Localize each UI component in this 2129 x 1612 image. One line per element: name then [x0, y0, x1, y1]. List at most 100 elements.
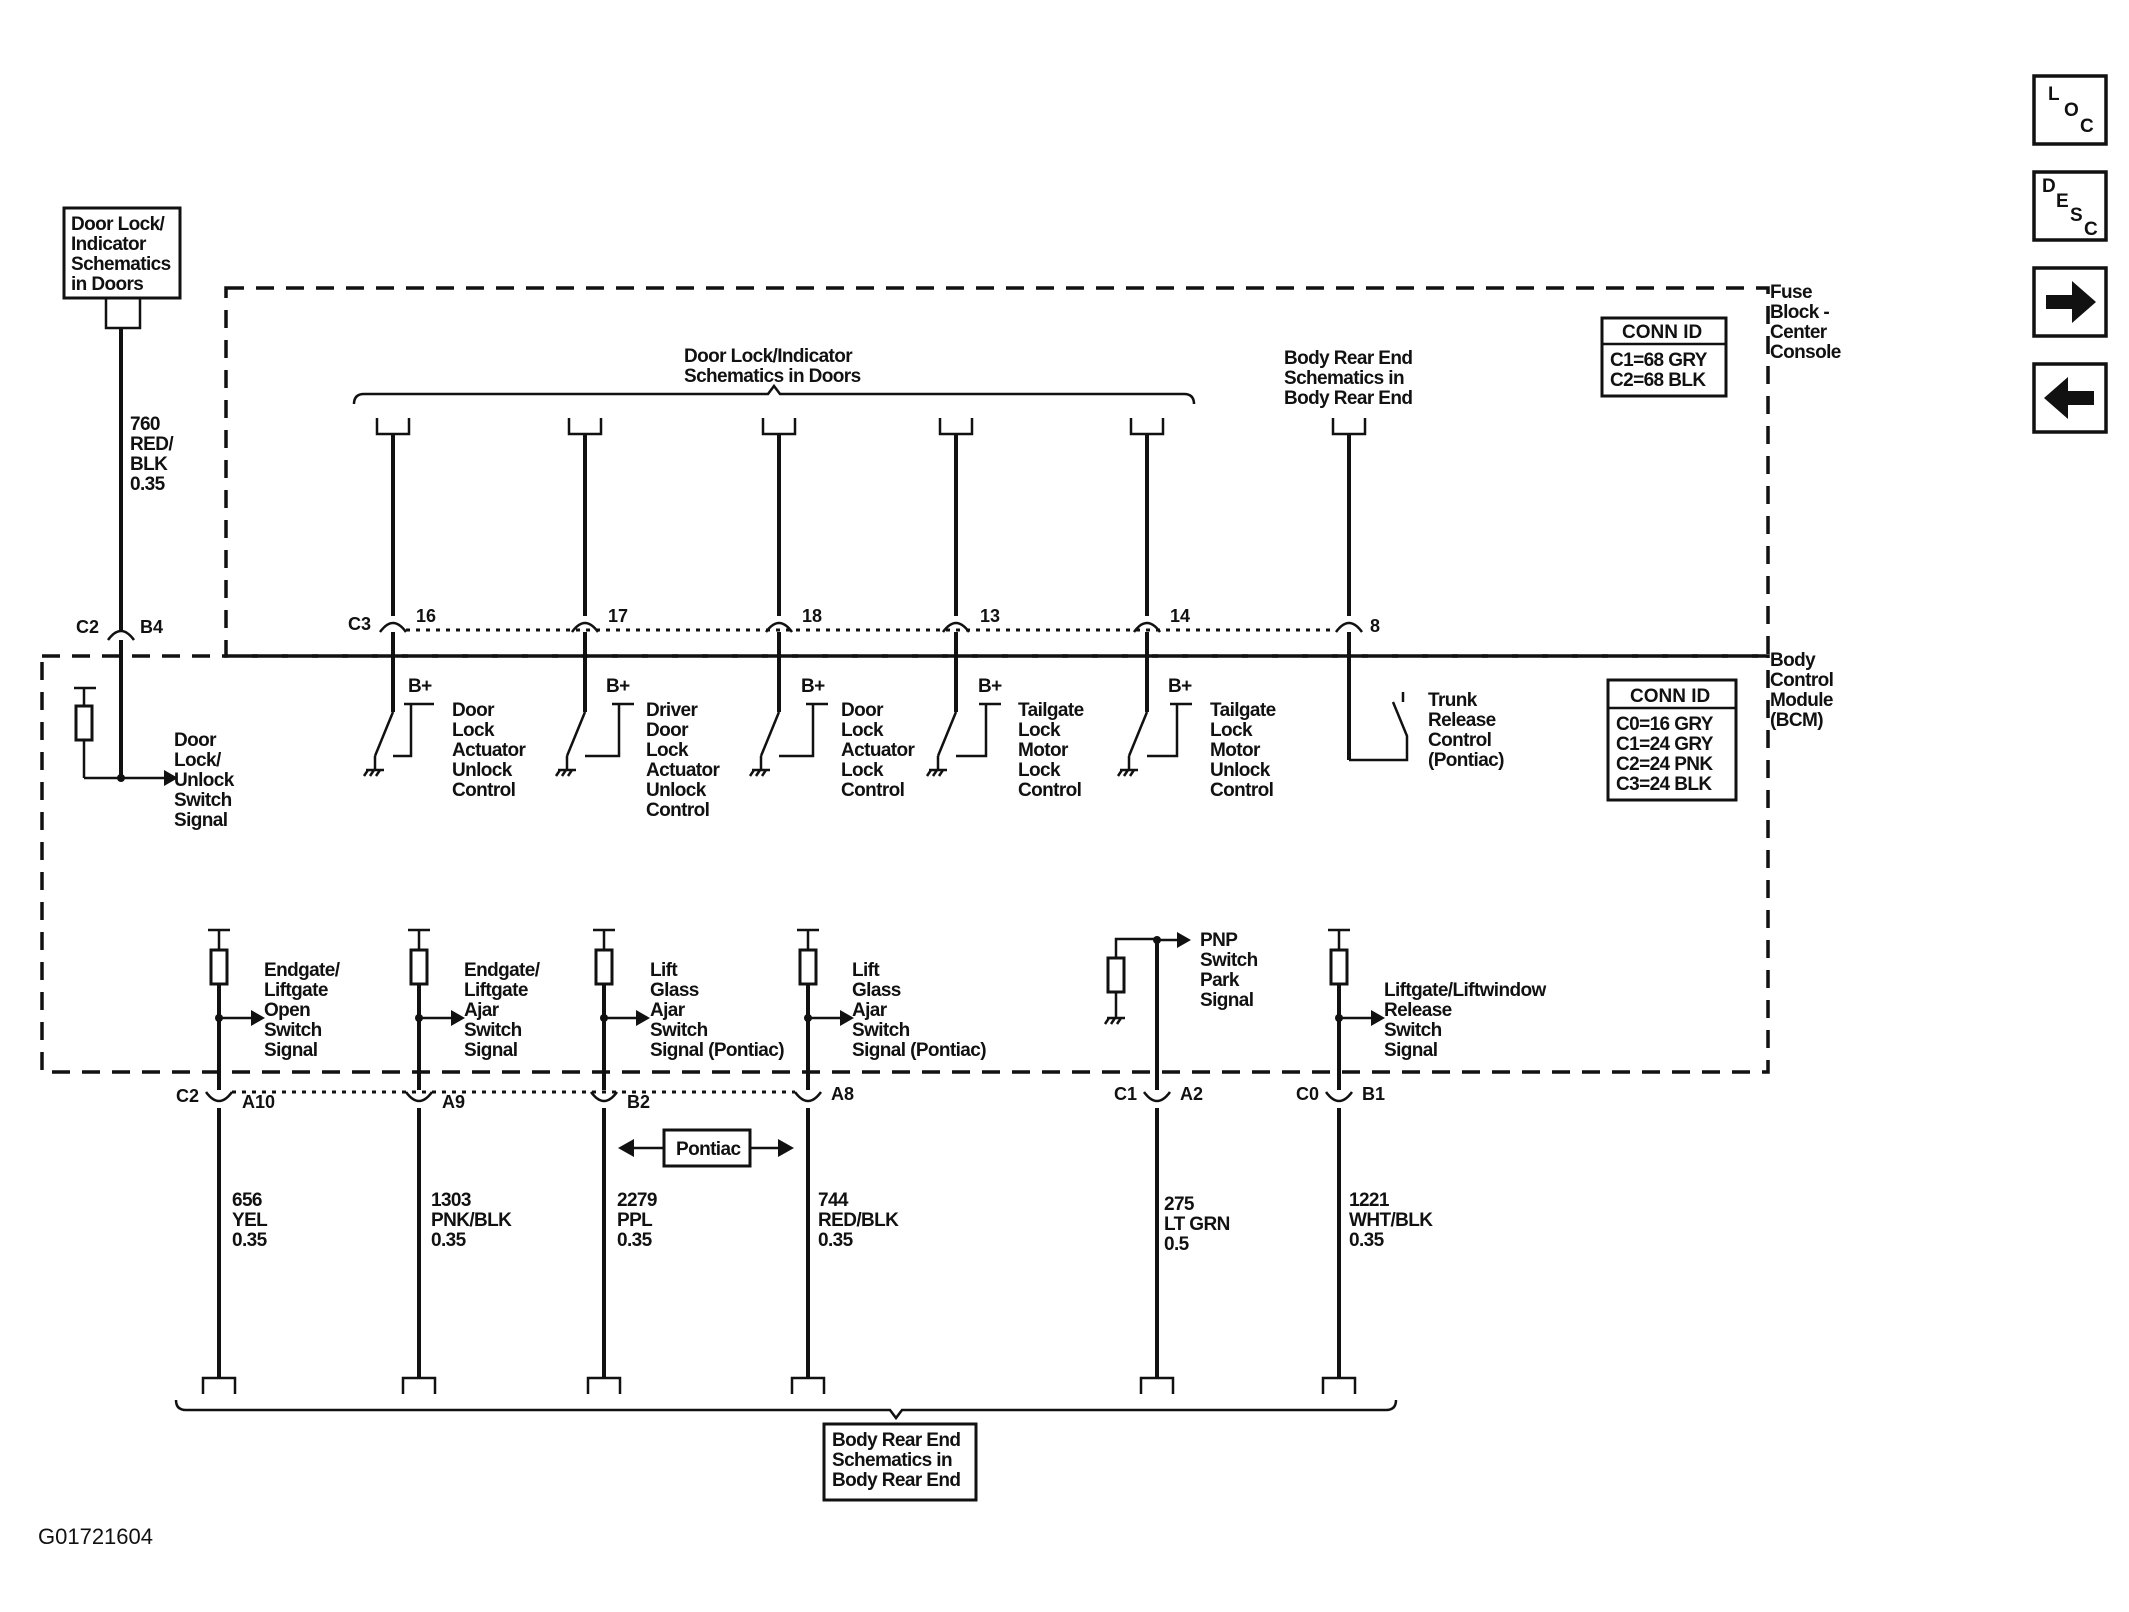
input-text: Endgate/ [264, 960, 341, 981]
ref-text: Body Rear End [1284, 388, 1412, 409]
input-label-1: Endgate/ Liftgate Open Switch Signal [264, 960, 341, 1061]
output-switch [554, 632, 634, 777]
signal-label: Unlock [174, 770, 235, 791]
trunk-release-switch [1347, 632, 1409, 762]
wire-label: PNK/BLK [431, 1210, 512, 1231]
input-text: Signal [464, 1040, 517, 1061]
connector-pin-symbol [106, 629, 136, 641]
bcm-conn-id-box: CONN ID C0=16 GRY C1=24 GRY C2=24 PNK C3… [1606, 678, 1738, 802]
connector-pin-symbol [404, 1091, 434, 1103]
output-label-3: Door Lock Actuator Lock Control [841, 700, 916, 801]
output-text: Control [841, 780, 904, 801]
connector-pin-symbol [1142, 1091, 1172, 1103]
resistor-symbol [74, 686, 178, 786]
pin-number: B4 [140, 617, 163, 637]
input-text: Lift [852, 960, 880, 981]
ref-text: Schematics [71, 254, 171, 275]
wire-label: 0.5 [1164, 1234, 1190, 1255]
ref-text: Door Lock/Indicator [684, 346, 853, 367]
output-text: Lock [841, 760, 884, 781]
pontiac-option: Pontiac [618, 1128, 794, 1168]
module-label: Body [1770, 650, 1816, 671]
bottom-connectors [204, 1090, 1354, 1103]
output-text: Door [646, 720, 689, 741]
input-text: Switch [1384, 1020, 1442, 1041]
connector-symbol [375, 418, 411, 436]
wire-label: 744 [818, 1190, 849, 1211]
module-label: Control [1770, 670, 1833, 691]
connector-pin-symbol [204, 1091, 234, 1103]
connector-symbol [1331, 418, 1367, 436]
output-text: Unlock [452, 760, 513, 781]
connector-symbol [104, 298, 142, 330]
conn-id-line: C2=24 PNK [1616, 754, 1713, 775]
output-switch [1116, 632, 1192, 777]
desc-letter-1: D [2042, 176, 2056, 197]
desc-letter-4: C [2084, 219, 2098, 240]
fuse-conn-id-box: CONN ID C1=68 GRY C2=68 BLK [1600, 316, 1728, 398]
pin-number: A10 [242, 1092, 275, 1112]
connector-symbol [1129, 418, 1165, 436]
output-text: Actuator [841, 740, 916, 761]
module-label: Block - [1770, 302, 1829, 323]
connector-pin-symbol [589, 1091, 619, 1103]
wire-label: BLK [130, 454, 168, 475]
output-text: Door [452, 700, 495, 721]
input-text: Liftgate/Liftwindow [1384, 980, 1546, 1001]
output-text: Unlock [646, 780, 707, 801]
input-circuits [208, 928, 1385, 1090]
output-text: Control [1210, 780, 1273, 801]
desc-button[interactable]: D E S C [2032, 170, 2108, 242]
signal-label: Signal [174, 810, 227, 831]
module-label: Module [1770, 690, 1833, 711]
output-text: Tailgate [1018, 700, 1084, 721]
ref-text: Body Rear End [1284, 348, 1412, 369]
ref-text: Schematics in [1284, 368, 1404, 389]
pin-number: 14 [1170, 606, 1190, 626]
output-text: Motor [1018, 740, 1069, 761]
input-label-3: Lift Glass Ajar Switch Signal (Pontiac) [650, 960, 785, 1061]
output-text: Driver [646, 700, 699, 721]
wire-label: 2279 [617, 1190, 657, 1211]
brace-symbol [352, 383, 1196, 405]
bottom-wires [201, 1108, 1357, 1394]
loc-button[interactable]: L O C [2032, 74, 2108, 146]
ref-box-top-left: Door Lock/ Indicator Schematics in Doors [62, 206, 182, 300]
input-text: Signal [1384, 1040, 1437, 1061]
next-page-button[interactable] [2032, 266, 2108, 338]
output-text: Lock [1210, 720, 1253, 741]
output-text: Actuator [452, 740, 527, 761]
ref-text: Schematics in Doors [684, 366, 861, 387]
output-text: Control [1018, 780, 1081, 801]
ref-text: Door Lock/ [71, 214, 166, 235]
connector-id: C2 [76, 617, 99, 637]
output-text: Actuator [646, 760, 721, 781]
pin-number: B1 [1362, 1084, 1385, 1104]
output-text: Motor [1210, 740, 1261, 761]
input-text: Open [264, 1000, 310, 1021]
loc-letter-3: C [2080, 116, 2094, 137]
fuse-block-outline [224, 286, 1770, 658]
module-label: Center [1770, 322, 1828, 343]
wire-label: 1221 [1349, 1190, 1390, 1211]
input-label-4: Lift Glass Ajar Switch Signal (Pontiac) [852, 960, 987, 1061]
input-text: Glass [852, 980, 901, 1001]
input-text: Switch [650, 1020, 708, 1041]
input-text: Park [1200, 970, 1240, 991]
pin-number: 16 [416, 606, 436, 626]
output-text: Lock [452, 720, 495, 741]
output-text: Control [646, 800, 709, 821]
wire-label: WHT/BLK [1349, 1210, 1433, 1231]
loc-letter-1: L [2048, 84, 2060, 105]
connector-pin-symbol [570, 621, 600, 633]
prev-page-button[interactable] [2032, 362, 2108, 434]
input-label-2: Endgate/ Liftgate Ajar Switch Signal [464, 960, 541, 1061]
trunk-label: Release [1428, 710, 1496, 731]
trunk-label: Trunk [1428, 690, 1478, 711]
wire-label: 0.35 [431, 1230, 467, 1251]
ref-text: Schematics in [832, 1450, 952, 1471]
input-text: Release [1384, 1000, 1452, 1021]
pin-number: A8 [831, 1084, 854, 1104]
input-text: Switch [264, 1020, 322, 1041]
